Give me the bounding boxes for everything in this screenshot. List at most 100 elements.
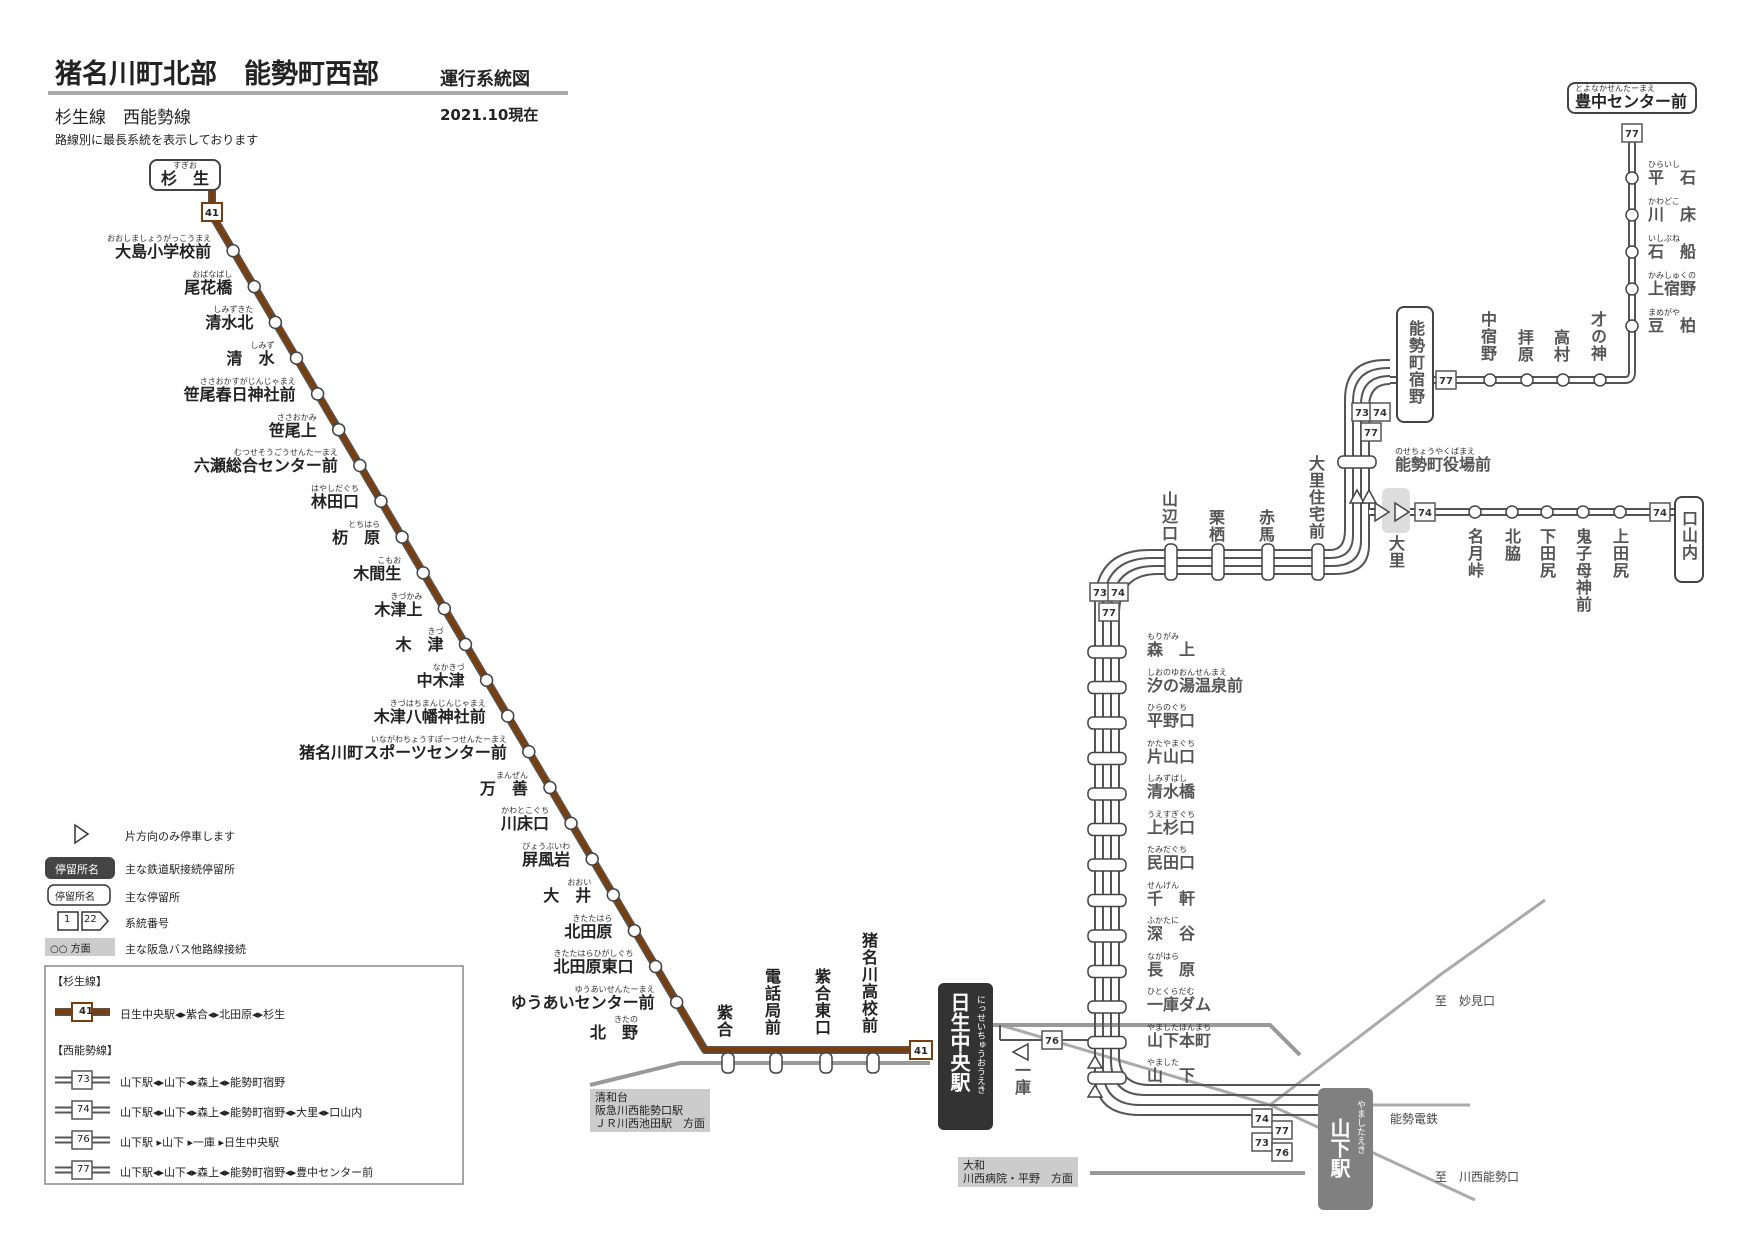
one-way-markers [1011,488,1411,1098]
stop-label: せんげん千 軒 [1147,881,1195,908]
stop-name-vertical: 大里住宅前 [1306,455,1325,540]
stop-label: うえすぎぐち上杉口 [1147,810,1195,837]
stop-marker-toyonaka-v [1625,319,1639,333]
route-box-77 [1360,422,1382,442]
stop-ruby: しおのゆおんせんまえ [1147,667,1227,677]
stop-name: 清水北 [205,313,254,333]
legend-r41-no: 41 [79,1006,93,1017]
stop-marker-kuchi [1505,505,1519,519]
stop-marker-kuchi [1540,505,1554,519]
stop-ruby: ゆうあいせんたーまえ [574,985,655,995]
stop-ruby: かみしゅくの [1648,271,1696,280]
stop-label: しみずばし清水橋 [1147,774,1195,801]
stop-name: 猪名川町スポーツセンター前 [299,742,507,762]
stop-name: 川 床 [1648,205,1697,224]
legend-other-box: ○○ 方面 [50,944,91,955]
legend-graphics [44,823,464,1185]
stop-name: 北 野 [589,1023,638,1042]
stop-label: きづ木 津 [395,627,443,654]
route-box-41b [909,1040,933,1060]
stop-name-vertical: 名月峠 [1465,528,1484,579]
stop-hitokura: 一庫 [1012,1062,1031,1096]
route-box-77 [1621,123,1643,143]
stop-ruby: まんぜん [495,770,528,780]
stop-name-vertical: 高村 [1551,329,1570,363]
stop-pill-nishinose [1087,1071,1127,1085]
toyonaka-terminus-box [1567,82,1697,114]
stop-name: 木津上 [374,599,423,619]
stop-label: しおのゆおんせんまえ汐の湯温泉前 [1147,668,1243,695]
stop-name: 万 善 [479,778,528,798]
stop-ruby: きたの [614,1015,638,1024]
legend-r73-no: 73 [77,1074,90,1085]
stop-pill-nishinose [1087,716,1127,730]
legend-nishinose-header: 【西能勢線】 [52,1044,118,1057]
stop-ruby: かわどこ [1648,197,1680,206]
south-connection: 大和 川西病院・平野 方面 [958,1157,1078,1187]
stop-name: 森 上 [1147,640,1196,659]
stop-ruby: きづ [427,627,444,637]
stop-ruby: きづはちまんじんじゃまえ [389,698,486,708]
stop-sugio: すぎお杉 生 [160,161,209,188]
route-no-74: 74 [1111,588,1125,599]
stop-marker-toyonaka-v [1625,208,1639,222]
legend-other: 主な阪急バス他路線接続 [125,943,246,956]
nose-dentetsu-label: 能勢電鉄 [1390,1112,1439,1126]
stop-label: ささおかみ笹尾上 [269,413,317,440]
stop-marker-sugio [522,745,536,759]
legend-stop-box: 停留所名 [55,892,95,903]
stop-ruby: かわとこぐち [501,806,550,816]
stop-marker-kuchi [1468,505,1482,519]
legend-r74-no: 74 [77,1104,90,1115]
hisei-station-box [938,983,993,1130]
stop-name-vertical: 紫合 [714,1004,733,1038]
route-box-41 [201,202,223,222]
stop-name: 尾花橋 [184,277,233,297]
route-box-77 [1098,602,1120,622]
route-no-77: 77 [1102,608,1116,619]
stop-name: 平 石 [1648,168,1697,187]
stop-marker-sugio [606,888,621,902]
stop-ruby: おおしましょうがっこうまえ [107,233,212,243]
stop-pill-nishinose-top [1261,543,1275,581]
legend-r77-no: 77 [77,1164,90,1175]
shukuno-terminus-box [1396,306,1434,423]
stop-ruby: きたたはらひがしぐち [553,949,634,959]
stop-marker-sugio [500,709,515,723]
stop-name: 大 井 [543,885,592,905]
stop-name: 平野口 [1147,711,1196,730]
stop-marker-toyonaka [1483,373,1497,387]
stop-pill-nishinose [1087,1035,1127,1050]
stop-name: 山下本町 [1147,1030,1212,1050]
stop-pill-nishinose [1087,751,1127,766]
legend-r76-no: 76 [77,1134,90,1145]
stop-ruby: いながわちょうすぽーつせんたーまえ [370,734,507,744]
stop-ruby: おばなばし [192,269,233,279]
stop-name-vertical: 栗栖 [1206,509,1225,543]
stop-pill-nishinose [1087,964,1127,979]
stop-label: かわどこ川 床 [1648,197,1696,224]
route-no-76: 76 [1045,1036,1059,1047]
stop-name: 六瀬総合センター前 [193,456,338,476]
dir-kawanishi: 至 川西能勢口 [1435,1170,1520,1184]
stop-marker-sugio [268,315,283,330]
stop-name-vertical: 赤馬 [1256,509,1275,543]
stop-label: はやしだぐち林田口 [311,484,359,511]
stop-marker-sugio [543,780,557,795]
legend-r76: 山下駅 ▸山下 ▸一庫 ▸日生中央駅 [120,1136,280,1149]
stop-ruby: しみずきた [213,305,254,315]
legend-stop: 主な停留所 [125,891,180,904]
stop-marker-toyonaka [1520,373,1534,387]
stop-name: 民田口 [1147,853,1196,872]
stop-name: 笹尾春日神社前 [183,384,296,404]
stop-name: 清水橋 [1147,782,1196,801]
line-names: 杉生線 西能勢線 [55,108,191,128]
route-box-77 [1435,370,1457,390]
stop-pill-nishinose-top [1211,543,1225,581]
page-title: 猪名川町北部 能勢町西部 [55,59,379,90]
stop-name: 上杉口 [1147,817,1196,837]
stop-label: おおい大 井 [543,878,591,905]
stop-label: ささおかすがじんじゃまえ笹尾春日神社前 [184,377,296,404]
